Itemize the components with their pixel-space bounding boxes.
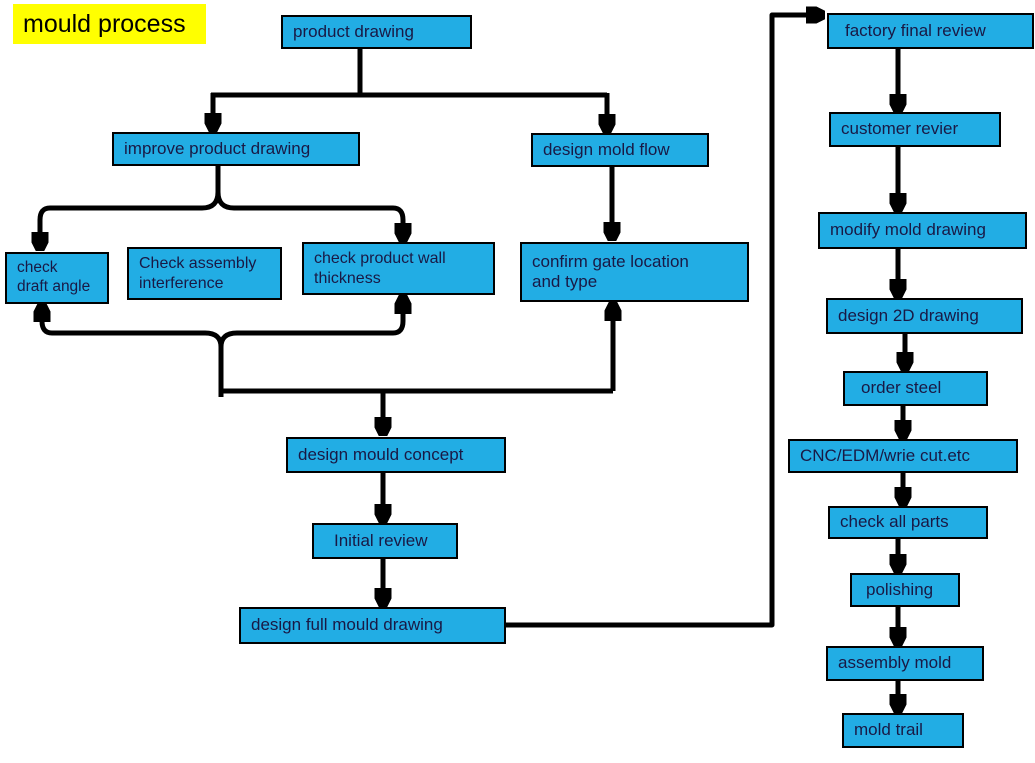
edge-merge-to-draft-angle xyxy=(42,310,224,348)
node-improve-product-drawing: improve product drawing xyxy=(112,132,360,166)
node-customer-revier: customer revier xyxy=(829,112,1001,147)
node-polishing: polishing xyxy=(850,573,960,607)
node-product-drawing: product drawing xyxy=(281,15,472,49)
node-initial-review: Initial review xyxy=(312,523,458,559)
node-confirm-gate-location: confirm gate location and type xyxy=(520,242,749,302)
edge-merge-to-wall-thickness xyxy=(218,302,403,348)
node-design-2d-drawing: design 2D drawing xyxy=(826,298,1023,334)
node-assembly-mold: assembly mold xyxy=(826,646,984,681)
node-factory-final-review: factory final review xyxy=(827,13,1034,49)
node-design-mold-flow: design mold flow xyxy=(531,133,709,167)
node-design-mould-concept: design mould concept xyxy=(286,437,506,473)
edge-improve-to-draft-angle xyxy=(40,166,221,244)
page-title: mould process xyxy=(13,4,206,44)
node-design-full-mould-drawing: design full mould drawing xyxy=(239,607,506,644)
node-check-assembly-interference: Check assembly interference xyxy=(127,247,282,300)
node-check-product-wall-thickness: check product wall thickness xyxy=(302,242,495,295)
edge-product-split xyxy=(211,49,607,98)
node-cnc-edm-wire-cut: CNC/EDM/wrie cut.etc xyxy=(788,439,1018,473)
node-mold-trail: mold trail xyxy=(842,713,964,748)
edge-improve-to-wall-thickness xyxy=(215,191,403,235)
node-check-draft-angle: check draft angle xyxy=(5,252,109,304)
node-modify-mold-drawing: modify mold drawing xyxy=(818,212,1027,249)
node-order-steel: order steel xyxy=(843,371,988,406)
edge-full-drawing-to-factory-review xyxy=(505,15,818,628)
node-check-all-parts: check all parts xyxy=(828,506,988,539)
